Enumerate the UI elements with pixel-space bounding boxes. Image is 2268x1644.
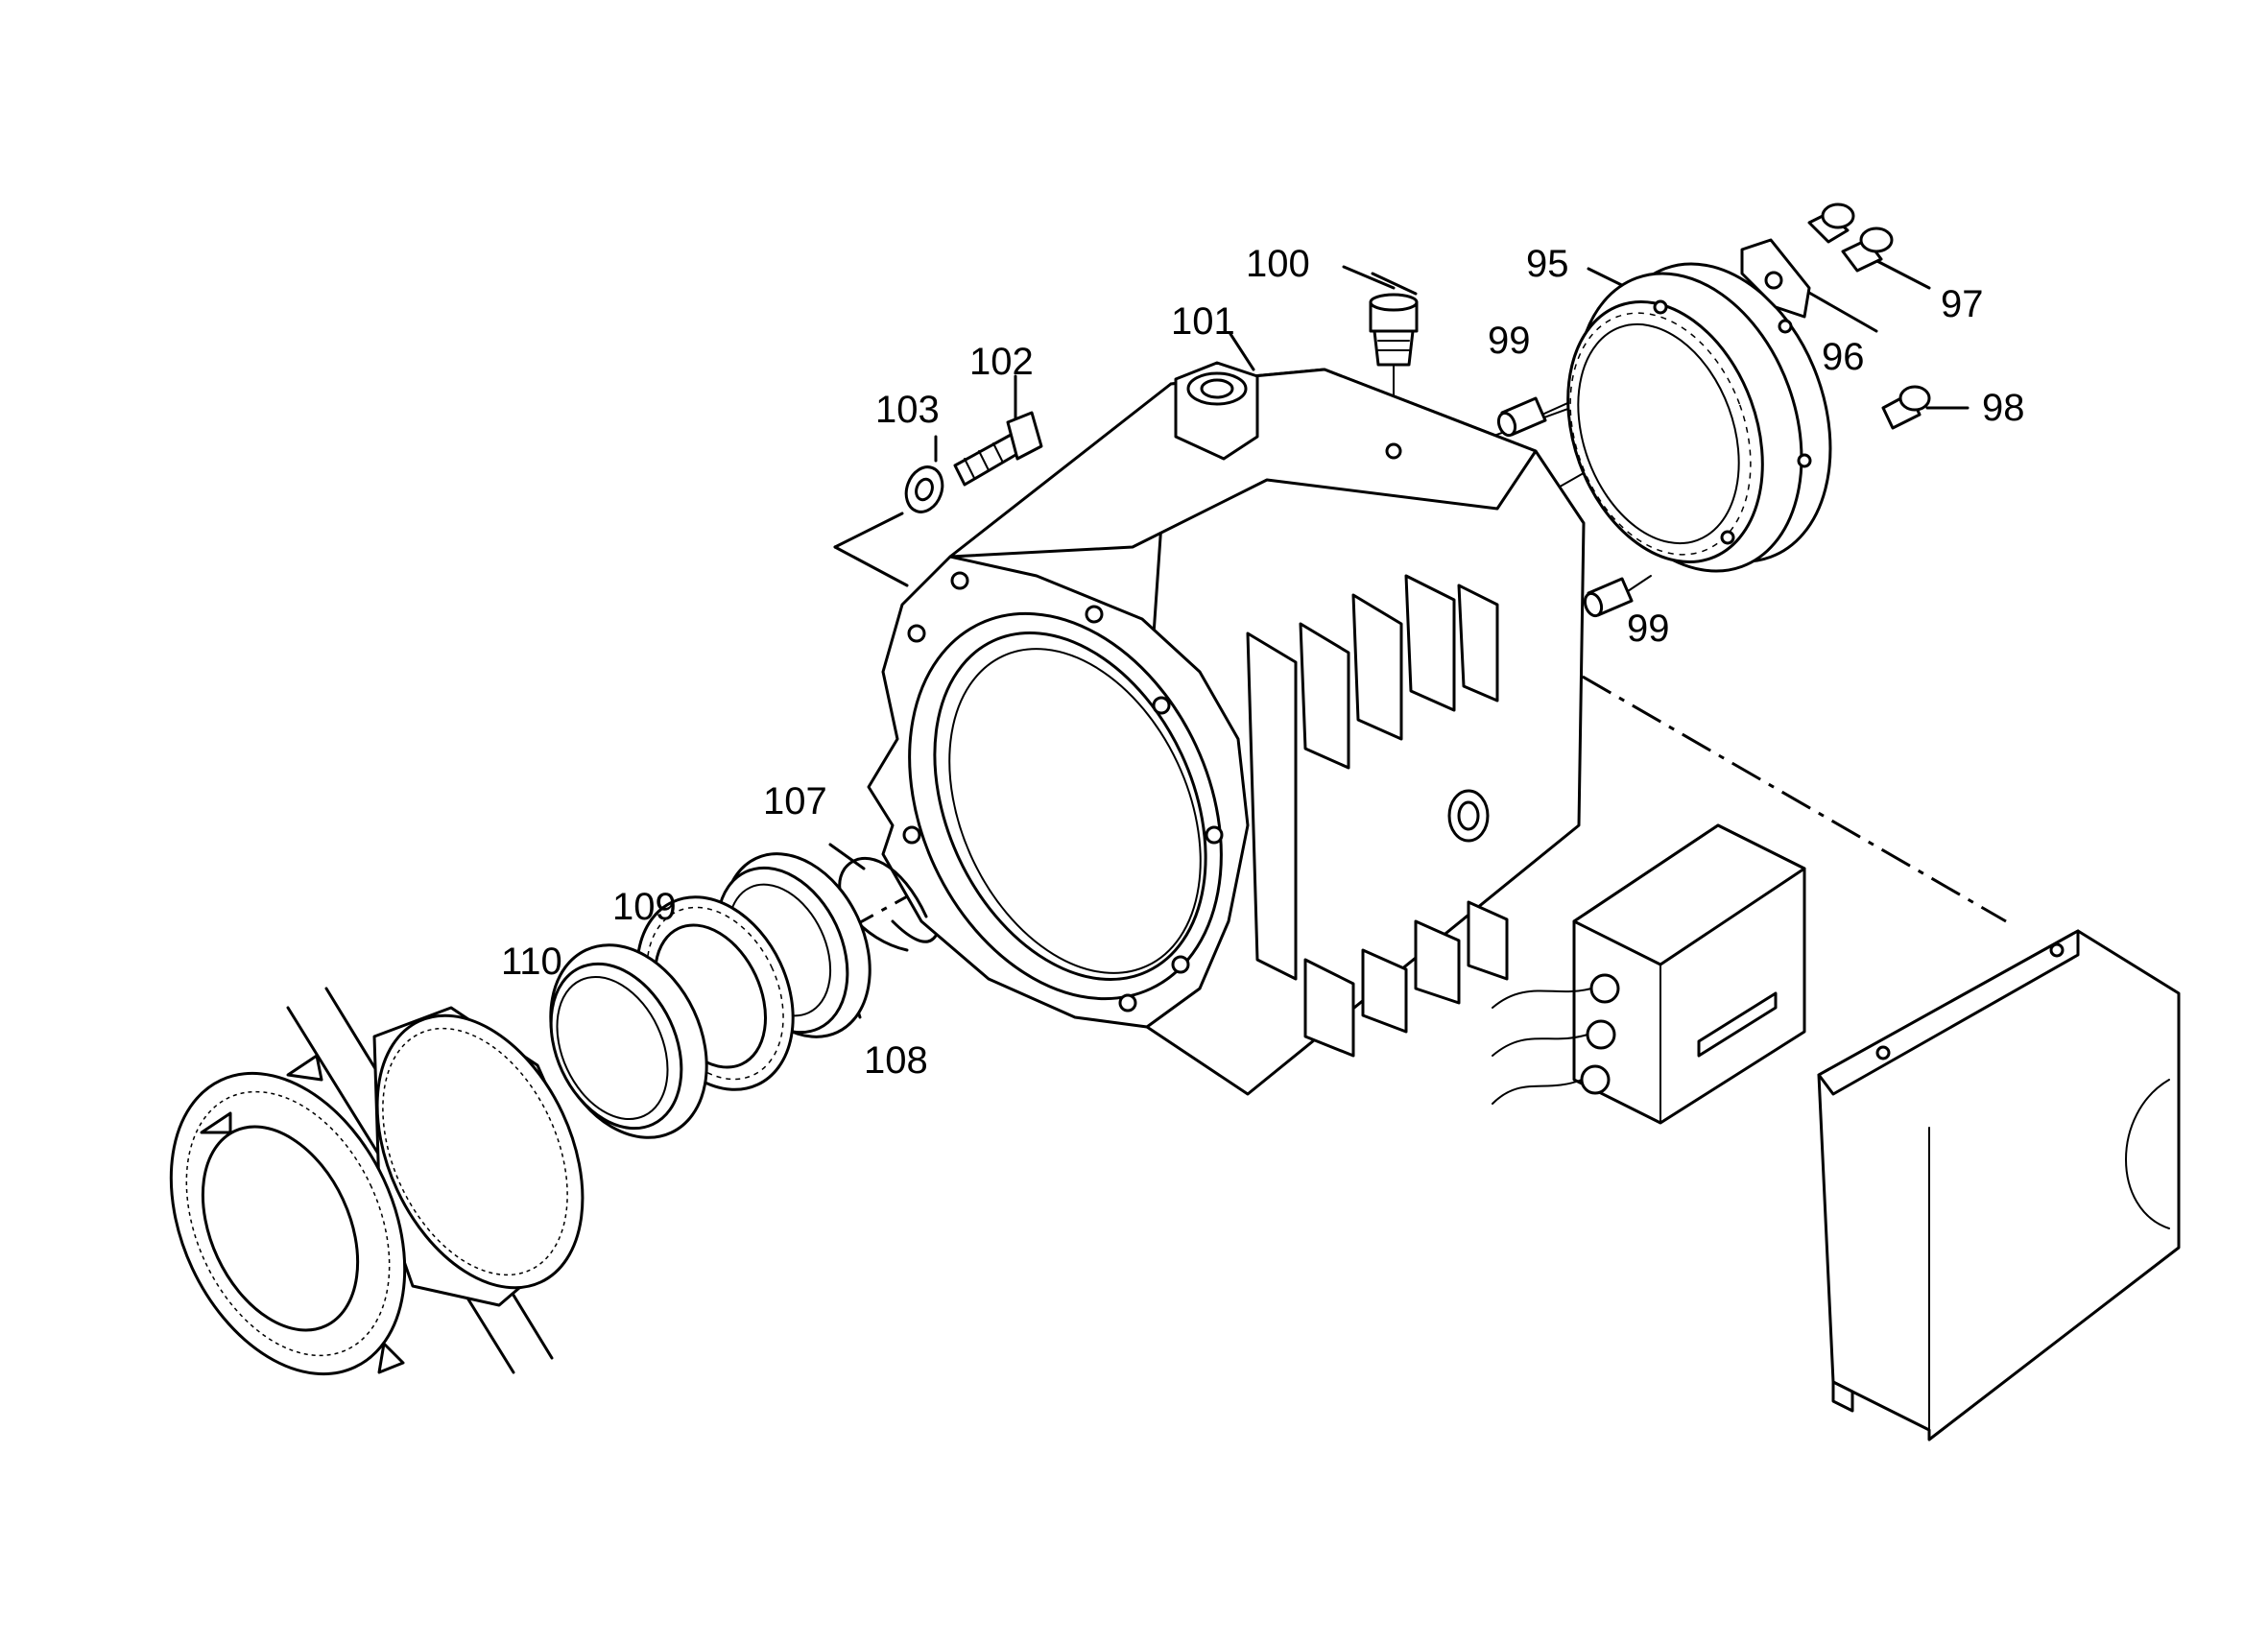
- leader-96: [1807, 291, 1878, 333]
- nut-103: [904, 465, 944, 513]
- ring-gear-95: [1566, 262, 1832, 573]
- pin-99-upper: [1496, 396, 1547, 438]
- callout-103: 103: [875, 389, 940, 431]
- callout-labels: 95 96 97 98 99 99 100 101 102 103 107 10…: [501, 243, 2025, 1082]
- callout-102: 102: [969, 341, 1034, 383]
- callout-101: 101: [1171, 300, 1235, 343]
- pin-99-lower: [1583, 577, 1634, 618]
- callout-100: 100: [1246, 243, 1310, 285]
- callout-99-lower: 99: [1627, 608, 1670, 650]
- callout-99-upper: 99: [1488, 320, 1531, 362]
- callout-109: 109: [612, 886, 677, 928]
- bolt-102: [953, 411, 1043, 487]
- clutch-pack: [169, 987, 585, 1376]
- seal-110: [549, 943, 708, 1139]
- callout-97: 97: [1941, 283, 1984, 325]
- leader-103-to-housing: [833, 512, 904, 549]
- control-block: [1492, 823, 1806, 1125]
- leader-101: [1229, 332, 1255, 371]
- snap-ring-107: [838, 857, 938, 952]
- callout-107: 107: [763, 780, 827, 822]
- leader-107: [828, 843, 866, 870]
- callout-98: 98: [1982, 387, 2025, 429]
- callout-96: 96: [1822, 336, 1865, 378]
- callout-108: 108: [864, 1039, 928, 1082]
- plug-100: [1369, 293, 1419, 367]
- leader-100: [1371, 272, 1418, 296]
- callout-95: 95: [1526, 243, 1569, 285]
- housing-101: [867, 361, 1586, 1096]
- leader-97: [1868, 255, 1931, 290]
- plate-96: [1740, 238, 1811, 319]
- bracket: [1817, 929, 2181, 1441]
- screws-97: [1807, 203, 1894, 273]
- screw-98: [1881, 385, 1931, 430]
- callout-110: 110: [501, 941, 562, 983]
